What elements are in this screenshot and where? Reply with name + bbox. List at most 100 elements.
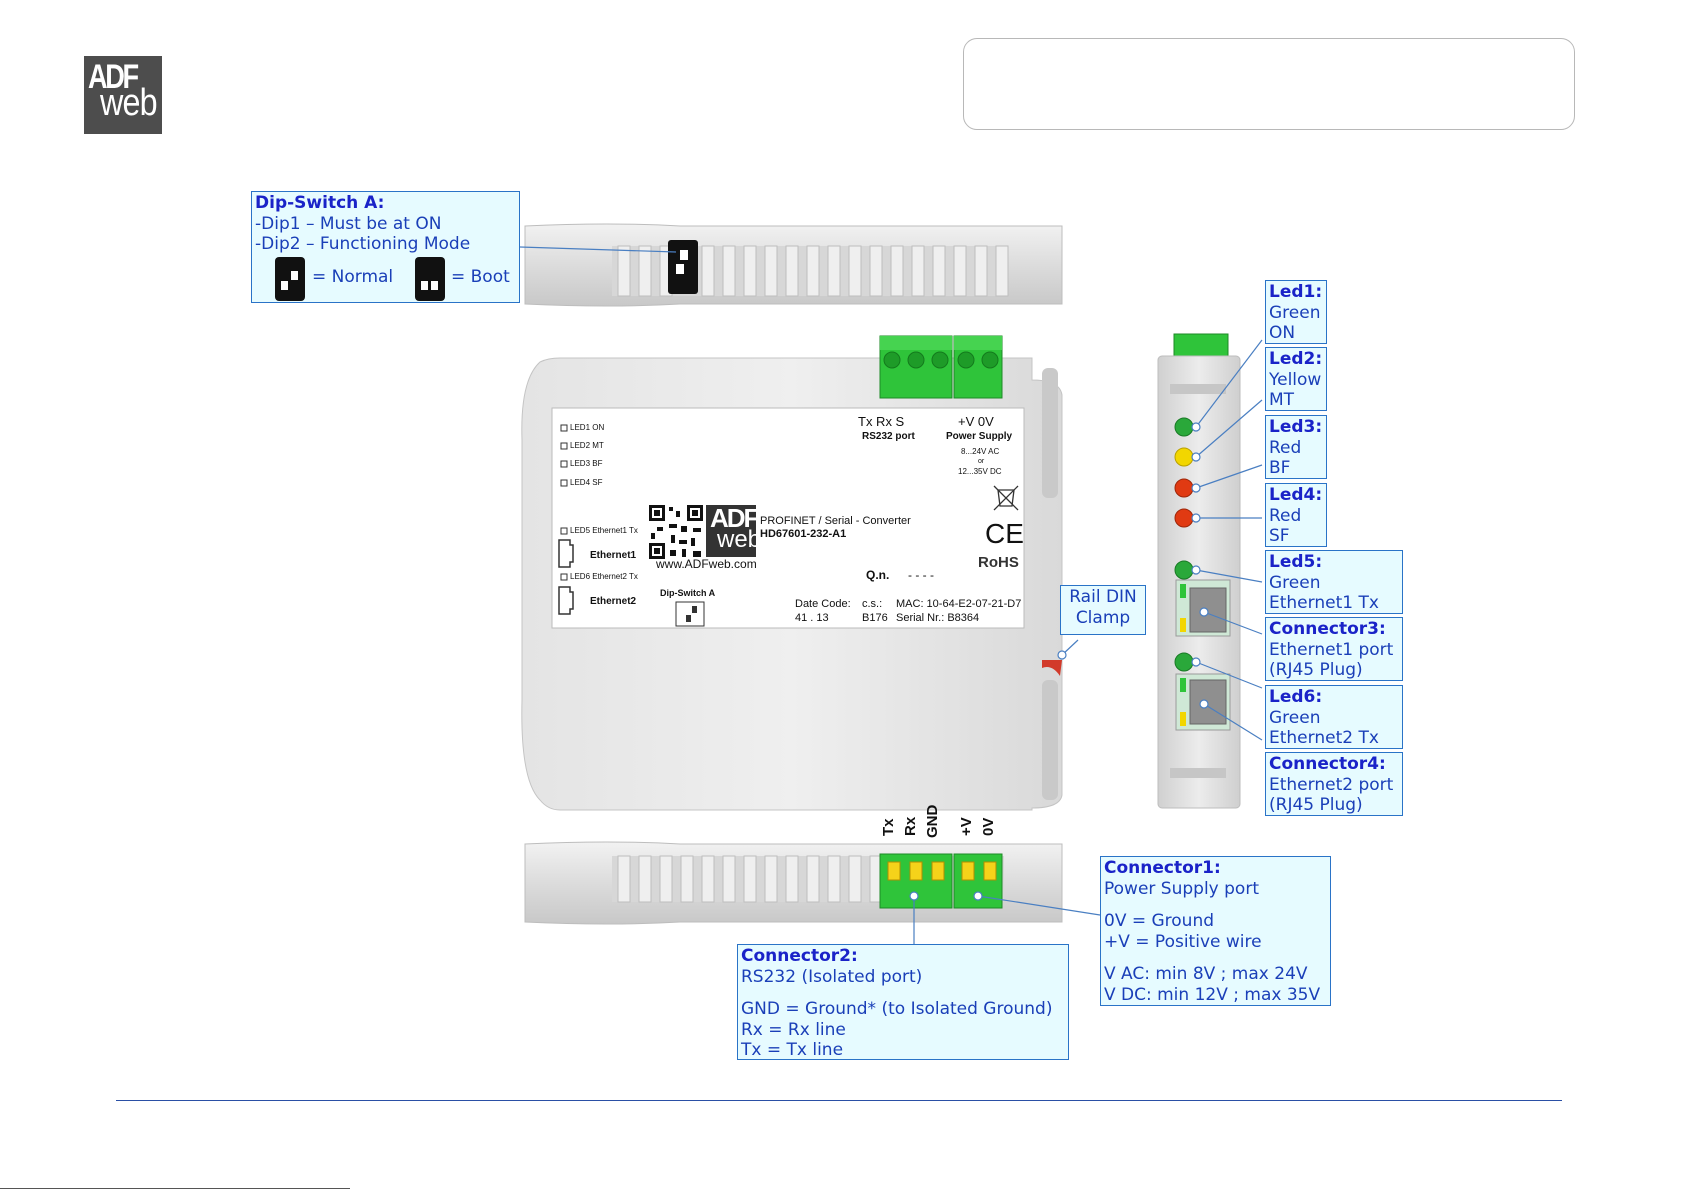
led2-indicator <box>1174 447 1194 467</box>
label-power-supply: Power Supply <box>946 431 1013 442</box>
callout-connector2: Connector2: RS232 (Isolated port) GND = … <box>737 944 1069 1060</box>
label-product: PROFINET / Serial - Converter <box>760 515 911 527</box>
label-mac: MAC: 10-64-E2-07-21-D7 <box>896 598 1022 610</box>
callout-led3: Led3: Red BF <box>1265 415 1327 479</box>
rail-rib <box>848 855 862 903</box>
callout-led5: Led5: Green Ethernet1 Tx <box>1265 550 1403 614</box>
rail-rib <box>764 855 778 903</box>
pin-label-tx: Tx <box>880 818 897 836</box>
label-led3: LED3 BF <box>570 459 603 468</box>
dip-boot-icon <box>415 256 445 301</box>
label-serial: Serial Nr.: B8364 <box>896 612 980 624</box>
pin-label-plus-v: +V <box>958 817 975 836</box>
callout-led1: Led1: Green ON <box>1265 280 1327 344</box>
rail-rib <box>638 855 652 903</box>
label-led5: LED5 Ethernet1 Tx <box>570 526 638 535</box>
label-logo-web: web <box>717 526 762 553</box>
pin-label-rx: Rx <box>902 816 919 836</box>
ce-mark: CE <box>985 518 1024 549</box>
rail-rib <box>764 245 778 297</box>
label-power-ac: 8...24V AC <box>961 447 1000 456</box>
label-power-pins: +V 0V <box>958 414 994 429</box>
rail-rib <box>827 245 841 297</box>
label-qn-value: - - - - <box>908 568 934 582</box>
rail-rib <box>659 855 673 903</box>
callout-connector3: Connector3: Ethernet1 port (RJ45 Plug) <box>1265 617 1403 681</box>
side-view <box>1157 333 1241 809</box>
pin-label-0v: 0V <box>980 817 997 836</box>
rail-rib <box>680 855 694 903</box>
top-view <box>524 223 1063 307</box>
label-dip-switch <box>675 601 705 627</box>
callout-led2: Led2: Yellow MT <box>1265 347 1327 411</box>
rohs-mark: RoHS <box>978 554 1019 571</box>
callout-led6: Led6: Green Ethernet2 Tx <box>1265 685 1403 749</box>
label-cs: c.s.: <box>862 598 883 610</box>
label-date-code: Date Code: <box>795 598 851 610</box>
pin-label-gnd: GND <box>924 804 941 838</box>
rail-rib <box>995 245 1009 297</box>
rail-rib <box>722 855 736 903</box>
ethernet2-port-outline <box>558 586 574 615</box>
rail-rib <box>806 245 820 297</box>
callout-connector4: Connector4: Ethernet2 port (RJ45 Plug) <box>1265 752 1403 816</box>
rail-rib <box>638 245 652 297</box>
top-terminal-power <box>953 335 1003 399</box>
bottom-separator <box>116 1100 1562 1101</box>
callout-led4: Led4: Red SF <box>1265 483 1327 547</box>
rail-rib <box>785 245 799 297</box>
front-view <box>521 335 1063 811</box>
rail-rib <box>617 855 631 903</box>
callout-connector1: Connector1: Power Supply port 0V = Groun… <box>1100 856 1331 1006</box>
rail-rib <box>722 245 736 297</box>
led3-indicator <box>1174 478 1194 498</box>
label-led6: LED6 Ethernet2 Tx <box>570 572 638 581</box>
dip-normal-icon <box>275 256 305 301</box>
led5-indicator <box>1174 560 1194 580</box>
label-model: HD67601-232-A1 <box>760 528 847 540</box>
rail-rib <box>617 245 631 297</box>
label-ethernet1: Ethernet1 <box>590 550 637 561</box>
label-date-code-value: 41 . 13 <box>795 612 829 624</box>
rail-rib <box>701 245 715 297</box>
rail-rib <box>806 855 820 903</box>
title-box <box>963 38 1575 130</box>
rail-rib <box>953 245 967 297</box>
device-label <box>551 407 1025 629</box>
connector4-rj45 <box>1175 673 1231 731</box>
rail-rib <box>848 245 862 297</box>
rail-rib <box>890 245 904 297</box>
label-qn: Q.n. <box>866 568 890 582</box>
label-logo <box>706 505 756 557</box>
rail-rib <box>743 855 757 903</box>
weee-icon <box>993 485 1019 511</box>
label-power-or: or <box>978 458 985 465</box>
rail-rib <box>932 245 946 297</box>
rail-rib <box>827 855 841 903</box>
leader-endpoints <box>909 422 1209 901</box>
top-terminal-rs232 <box>879 335 953 399</box>
label-dip-switch-a: Dip-Switch A <box>660 588 716 598</box>
label-website: www.ADFweb.com <box>656 557 757 571</box>
label-power-dc: 12...35V DC <box>958 467 1002 476</box>
callout-rail-din: Rail DIN Clamp <box>1060 585 1146 635</box>
adfweb-logo: ADF web <box>84 56 162 134</box>
label-logo-adf: ADF <box>710 503 759 533</box>
footer-line <box>0 1188 350 1189</box>
qr-code <box>649 505 703 559</box>
rail-rib <box>785 855 799 903</box>
ethernet1-port-outline <box>558 539 574 568</box>
label-rs232-port: RS232 port <box>862 431 915 442</box>
led1-indicator <box>1174 417 1194 437</box>
led4-indicator <box>1174 508 1194 528</box>
callout-dip-switch-a: Dip-Switch A: -Dip1 – Must be at ON -Dip… <box>251 191 520 303</box>
label-rs232-pins: Tx Rx S <box>858 414 905 429</box>
led6-indicator <box>1174 652 1194 672</box>
rail-rib <box>743 245 757 297</box>
label-led2: LED2 MT <box>570 441 604 450</box>
rail-rib <box>911 245 925 297</box>
label-led4: LED4 SF <box>570 478 603 487</box>
label-cs-value: B176 <box>862 612 888 624</box>
leader-lines <box>519 246 1263 944</box>
